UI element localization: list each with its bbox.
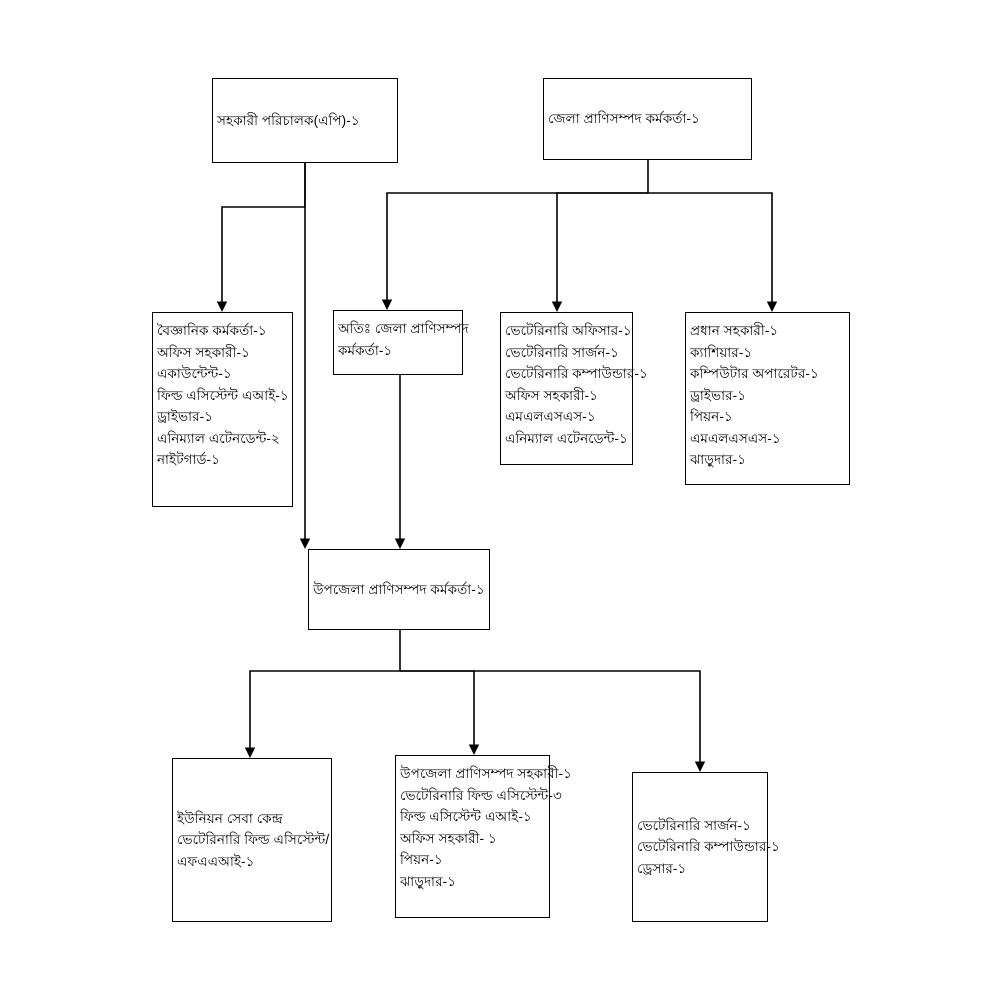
node-label-line: পিয়ন-১	[690, 409, 733, 424]
connector-assistant-director-to-scientific-officer	[221, 163, 306, 303]
connector-upazila-to-livestock-assistant	[400, 670, 475, 746]
node-veterinary-officer-group[interactable]: ভেটেরিনারি অফিসার-১ ভেটেরিনারি সার্জন-১ ভে…	[500, 312, 648, 465]
node-union-service-center[interactable]: ইউনিয়ন সেবা কেন্দ্র ভেটেরিনারি ফিল্ড এসি…	[172, 758, 332, 922]
node-label-group: জেলা প্রাণিসম্পদ কর্মকর্তা-১	[544, 108, 751, 130]
node-label-line: উপজেলা প্রাণিসম্পদ কর্মকর্তা-১	[313, 581, 485, 597]
node-label-group: উপজেলা প্রাণিসম্পদ কর্মকর্তা-১	[309, 579, 489, 601]
node-label-line: অফিস সহকারী- ১	[400, 830, 497, 846]
connector-upazila-to-union-service-center	[249, 630, 401, 749]
node-label-line: ভেটেরিনারি সার্জন-১	[637, 817, 751, 833]
node-label-line: পিয়ন-১	[400, 852, 443, 867]
arrow-scientific-officer-icon	[216, 301, 228, 312]
arrow-additional-district-icon	[381, 299, 393, 310]
node-label-line: অফিস সহকারী-১	[505, 387, 599, 403]
connector-district-officer-to-head-assistant	[648, 192, 773, 303]
node-label-line: এফএএআই-১	[177, 853, 255, 869]
arrow-upazila-from-additional-icon	[394, 538, 406, 549]
node-label-line: ড্রাইভার-১	[690, 387, 747, 403]
node-upazila-livestock-officer[interactable]: উপজেলা প্রাণিসম্পদ কর্মকর্তা-১	[308, 549, 490, 630]
node-label-line: ফিল্ড এসিস্টেন্ট এআই-১	[157, 387, 289, 403]
node-label-line: ভেটেরিনারি কম্পাউন্ডার-১	[505, 366, 648, 381]
node-label-line: জেলা প্রাণিসম্পদ কর্মকর্তা-১	[548, 111, 700, 127]
node-label-line: এনিম্যাল এটেনডেন্ট-১	[505, 430, 628, 446]
node-veterinary-surgeon-group[interactable]: ভেটেরিনারি সার্জন-১ ভেটেরিনারি কম্পাউন্ডা…	[632, 772, 780, 922]
node-additional-district-livestock-officer[interactable]: অতিঃ জেলা প্রাণিসম্পদ কর্মকর্তা-১	[333, 310, 469, 375]
node-label-group: সহকারী পরিচালক(এপি)-১	[213, 110, 397, 132]
node-assistant-director[interactable]: সহকারী পরিচালক(এপি)-১	[212, 78, 398, 163]
node-label-group: প্রধান সহকারী-১ ক্যাশিয়ার-১ কম্পিউটার অপা…	[686, 313, 849, 471]
node-label-line: ফিল্ড এসিস্টেন্ট এআই-১	[400, 809, 532, 824]
node-label-line: কর্মকর্তা-১	[338, 342, 393, 358]
node-label-line: এমএলএসএস-১	[505, 409, 596, 424]
node-scientific-officer-group[interactable]: বৈজ্ঞানিক কর্মকর্তা-১ অফিস সহকারী-১ একাউন্…	[152, 312, 293, 507]
node-label-line: অতিঃ জেলা প্রাণিসম্পদ	[338, 321, 469, 336]
node-label-group: অতিঃ জেলা প্রাণিসম্পদ কর্মকর্তা-১	[334, 311, 469, 361]
node-label-line: ইউনিয়ন সেবা কেন্দ্র	[177, 810, 283, 826]
node-label-line: ক্যাশিয়ার-১	[690, 344, 753, 360]
node-label-line: সহকারী পরিচালক(এপি)-১	[217, 112, 360, 128]
node-label-line: ঝাড়ুদার-১	[690, 452, 747, 467]
node-label-line: অফিস সহকারী-১	[157, 344, 251, 360]
arrow-union-service-center-icon	[244, 747, 256, 758]
node-label-line: প্রধান সহকারী-১	[690, 323, 779, 338]
node-label-line: কম্পিউটার অপারেটর-১	[690, 366, 819, 381]
node-label-line: ভেটেরিনারি অফিসার-১	[505, 323, 632, 338]
node-label-line: ভেটেরিনারি ফিল্ড এসিস্টেন্ট-৩	[400, 787, 562, 803]
node-label-group: উপজেলা প্রাণিসম্পদ সহকারী-১ ভেটেরিনারি ফি…	[396, 756, 572, 892]
arrow-head-assistant-icon	[766, 301, 778, 312]
node-label-line: ড্রাইভার-১	[157, 409, 214, 424]
node-label-line: উপজেলা প্রাণিসম্পদ সহকারী-১	[400, 766, 572, 781]
connectors-group	[221, 160, 773, 763]
node-district-livestock-officer[interactable]: জেলা প্রাণিসম্পদ কর্মকর্তা-১	[543, 78, 752, 160]
arrowheads-group	[216, 299, 778, 772]
connector-district-officer-to-additional-district-officer	[386, 160, 649, 301]
node-label-line: ভেটেরিনারি সার্জন-১	[505, 344, 619, 360]
node-label-group: বৈজ্ঞানিক কর্মকর্তা-১ অফিস সহকারী-১ একাউন্…	[153, 313, 292, 471]
node-label-line: বৈজ্ঞানিক কর্মকর্তা-১	[157, 323, 267, 338]
node-label-line: এনিম্যাল এটেনডেন্ট-২	[157, 430, 280, 446]
arrow-veterinary-surgeon-icon	[694, 761, 706, 772]
arrow-veterinary-officer-icon	[551, 301, 563, 312]
node-head-assistant-group[interactable]: প্রধান সহকারী-১ ক্যাশিয়ার-১ কম্পিউটার অপা…	[685, 312, 850, 485]
node-label-line: নাইটগার্ড-১	[157, 452, 221, 467]
node-upazila-livestock-assistant-group[interactable]: উপজেলা প্রাণিসম্পদ সহকারী-১ ভেটেরিনারি ফি…	[395, 755, 572, 918]
node-label-line: ভেটেরিনারি ফিল্ড এসিস্টেন্ট/	[177, 832, 330, 848]
node-label-group: ইউনিয়ন সেবা কেন্দ্র ভেটেরিনারি ফিল্ড এসি…	[173, 808, 331, 873]
connector-district-officer-to-veterinary-officer	[556, 192, 648, 303]
node-label-line: একাউন্টেন্ট-১	[157, 366, 232, 381]
node-label-group: ভেটেরিনারি সার্জন-১ ভেটেরিনারি কম্পাউন্ডা…	[633, 815, 780, 880]
node-label-line: ভেটেরিনারি কম্পাউন্ডার-১	[637, 839, 780, 855]
node-label-line: ঝাড়ুদার-১	[400, 873, 457, 889]
node-label-line: এমএলএসএস-১	[690, 430, 781, 446]
node-label-group: ভেটেরিনারি অফিসার-১ ভেটেরিনারি সার্জন-১ ভে…	[501, 313, 648, 449]
connector-upazila-to-veterinary-surgeon	[400, 670, 701, 763]
arrow-upazila-from-assistant-director-icon	[299, 538, 311, 549]
node-label-line: ড্রেসার-১	[637, 860, 687, 876]
arrow-livestock-assistant-icon	[468, 744, 480, 755]
